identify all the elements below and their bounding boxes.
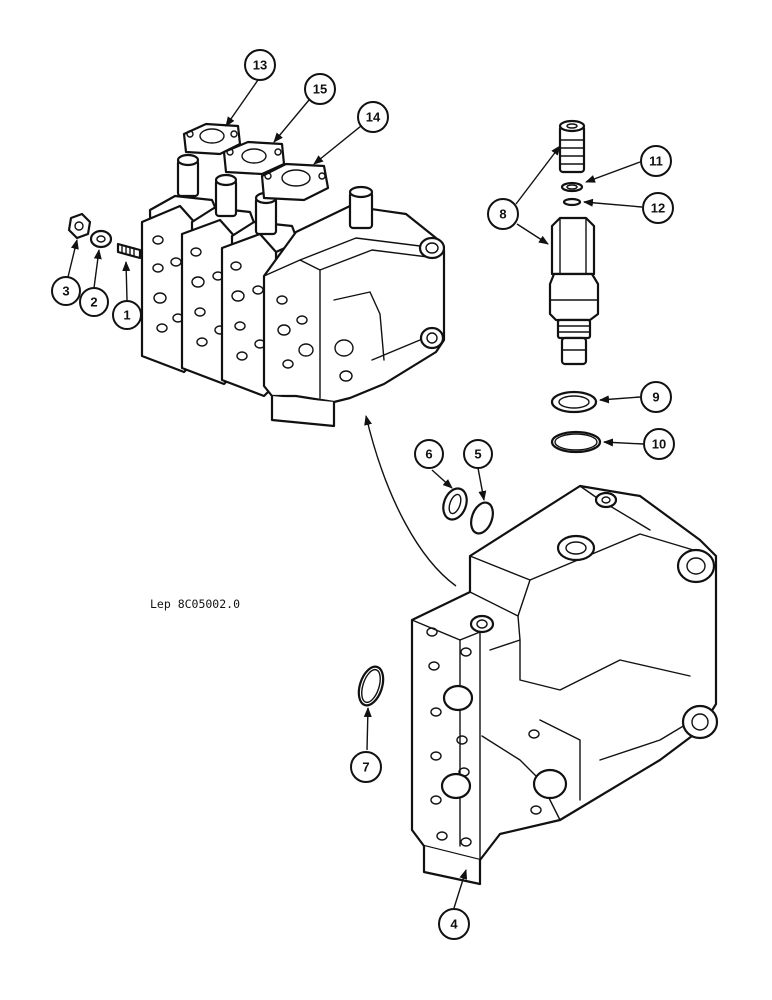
callout-14: 14 [357,101,389,133]
large-o-ring [550,430,602,454]
port-o-ring-5 [470,501,494,535]
relief-valve-cartridge [548,119,602,454]
callout-2: 2 [79,287,109,317]
callout-6: 6 [414,439,444,469]
backup-ring [550,390,598,414]
washer [89,229,113,249]
callout-12: 12 [642,192,674,224]
callout-13: 13 [244,49,276,81]
callout-label: 8 [499,207,506,222]
assembly-arrow [364,415,457,587]
tie-rod-stud [116,242,142,260]
diagram-reference-code: Lep 8C05002.0 [150,597,240,611]
callout-label: 3 [62,284,69,299]
callout-label: 10 [652,437,666,452]
end-cap-13 [182,122,242,156]
callout-1: 1 [112,300,142,330]
callout-label: 11 [649,154,663,169]
relief-valve-body [548,216,600,366]
callout-label: 12 [651,201,665,216]
callout-label: 7 [362,760,369,775]
callout-9: 9 [640,381,672,413]
callout-label: 9 [652,390,659,405]
callout-label: 13 [253,58,267,73]
callout-label: 6 [425,447,432,462]
inlet-section-housing [410,484,719,886]
callout-8: 8 [487,198,519,230]
callout-10: 10 [643,428,675,460]
callout-5: 5 [463,439,493,469]
callout-label: 14 [366,110,381,125]
side-o-ring-7 [357,665,385,707]
control-valve-stack [140,122,446,428]
callout-15: 15 [304,73,336,105]
spacer-ring [560,181,584,193]
callout-label: 2 [90,295,97,310]
leader-lines [67,79,644,909]
valve-end-section [262,185,446,428]
hex-nut [67,212,92,240]
port-seal-washer [442,487,468,521]
callout-11: 11 [640,145,672,177]
end-cap-14 [260,162,330,202]
callout-label: 4 [450,917,458,932]
callout-3: 3 [51,276,81,306]
small-o-ring [562,197,582,207]
callout-label: 15 [313,82,327,97]
relief-valve-adjuster [558,119,586,174]
callout-4: 4 [438,908,470,940]
callout-label: 5 [474,447,481,462]
callout-7: 7 [350,751,382,783]
callout-label: 1 [123,308,130,323]
